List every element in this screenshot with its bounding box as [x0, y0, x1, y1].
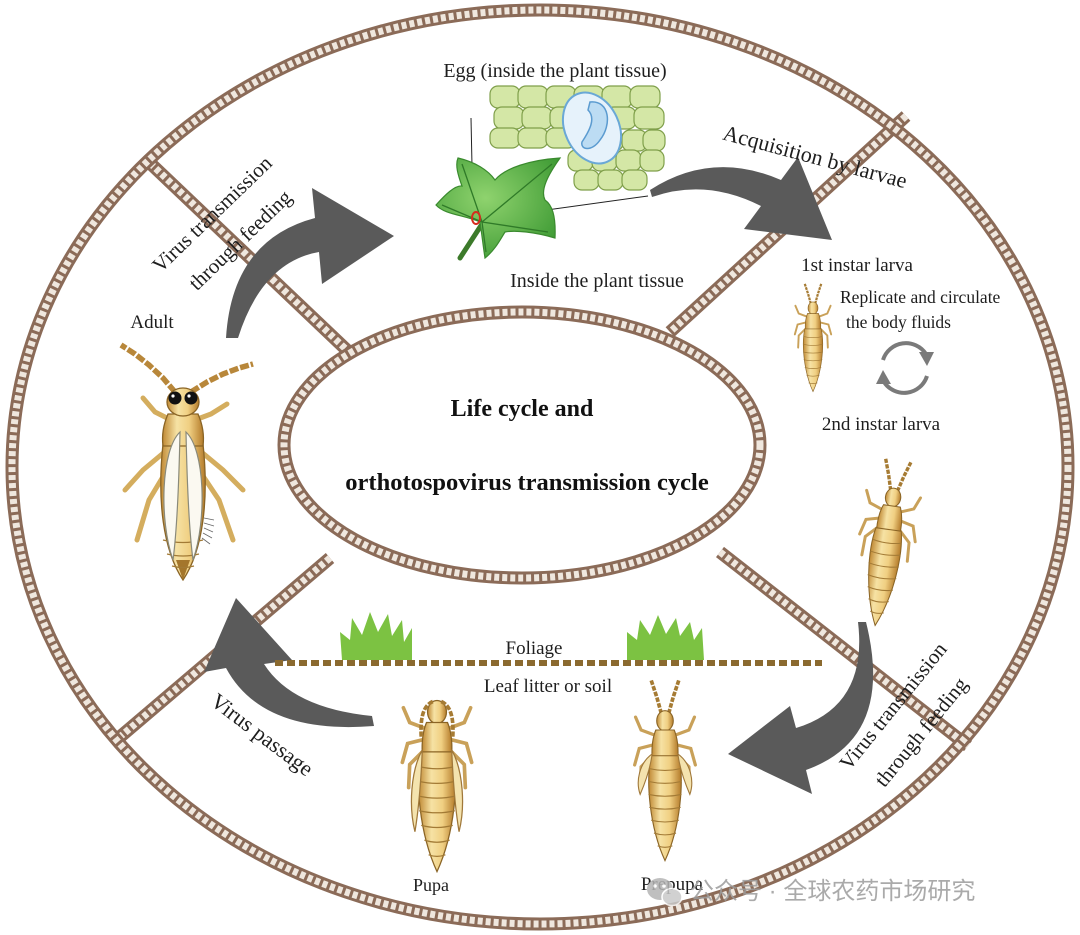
diagram-title-line1: Life cycle and: [451, 396, 594, 422]
arrow-larva-to-prepupa: [728, 622, 874, 794]
wing-left: [163, 430, 181, 561]
replicate-label-line1: Replicate and circulate: [840, 287, 1001, 307]
pupa-label: Pupa: [413, 875, 449, 895]
replication-cycle-icon: [876, 341, 934, 395]
first-instar-label: 1st instar larva: [801, 255, 913, 276]
plant-cell: [597, 169, 624, 191]
plant-cell: [639, 149, 665, 172]
eye-left: [168, 391, 182, 405]
outer-ring: [5, 3, 1075, 931]
plant-tissue-label: Inside the plant tissue: [510, 270, 684, 292]
larva-antennae: [649, 678, 681, 716]
plant-cell: [621, 169, 648, 191]
eye-right: [184, 391, 198, 405]
eye-highlight: [187, 394, 191, 398]
plant-cell: [489, 127, 521, 149]
wechat-icon: [647, 878, 683, 907]
egg-embryo: [581, 101, 609, 150]
leg: [140, 395, 174, 423]
plant-cell: [493, 106, 525, 130]
larva-body: [845, 482, 924, 631]
diagram-title-line2: orthotospovirus transmission cycle: [345, 469, 709, 496]
plant-cell: [521, 106, 553, 130]
watermark-text: 公众号 · 全球农药市场研究: [690, 878, 975, 905]
grass-tuft-right: [627, 615, 704, 660]
wing-fringe: [201, 517, 215, 545]
prepupa: [633, 678, 697, 863]
wing-right: [185, 430, 203, 561]
abdomen-segments: [162, 539, 204, 569]
larva-body: [793, 300, 833, 393]
adult-label: Adult: [130, 312, 174, 333]
watermark: 公众号 · 全球农药市场研究: [647, 878, 975, 907]
leaf-veins: [441, 163, 553, 253]
host-leaf: [435, 157, 562, 261]
larva-antennae: [803, 282, 823, 305]
leaf-stem: [457, 221, 485, 261]
first-instar-larva: [793, 282, 833, 393]
plant-cell: [642, 129, 666, 152]
soil-label: Leaf litter or soil: [484, 676, 612, 697]
larva-antennae: [879, 456, 913, 495]
divider-lower-right: [715, 546, 973, 752]
second-instar-label: 2nd instar larva: [822, 414, 941, 435]
cycle-arrows: [204, 157, 874, 794]
plant-tissue-illustration: [435, 85, 666, 261]
egg-label: Egg (inside the plant tissue): [443, 60, 666, 82]
oviposition-site-marker: [471, 211, 481, 225]
pupa: [400, 698, 474, 874]
plant-cell: [633, 106, 665, 130]
arrow-egg-to-larva: [650, 157, 832, 240]
abdomen-tip: [176, 560, 190, 580]
antenna-left: [119, 342, 178, 394]
center-ellipse: [277, 305, 767, 585]
eye-highlight: [171, 394, 175, 398]
habitat-divider: [275, 612, 822, 666]
plant-cell: [517, 85, 549, 109]
arrow-pupa-to-adult: [204, 598, 374, 728]
leg: [122, 447, 170, 493]
arrow-adult-to-egg: [226, 188, 394, 338]
leg: [196, 447, 246, 493]
plant-cell: [489, 85, 521, 109]
plant-cell: [573, 169, 600, 191]
plant-cell: [629, 85, 661, 109]
leg: [192, 401, 230, 423]
second-instar-larva: [845, 456, 924, 631]
foliage-label: Foliage: [506, 638, 563, 659]
egg: [561, 91, 623, 165]
adult-thorax: [161, 413, 205, 447]
divider-upper-left: [145, 158, 357, 360]
adult-thrips: [119, 342, 254, 582]
labels: Egg (inside the plant tissue) Inside the…: [130, 60, 1000, 895]
antenna-right: [189, 361, 254, 395]
plant-cell: [517, 127, 549, 149]
grass-tuft-left: [340, 612, 412, 660]
plant-cell: [615, 149, 642, 172]
replicate-label-line2: the body fluids: [846, 312, 951, 332]
